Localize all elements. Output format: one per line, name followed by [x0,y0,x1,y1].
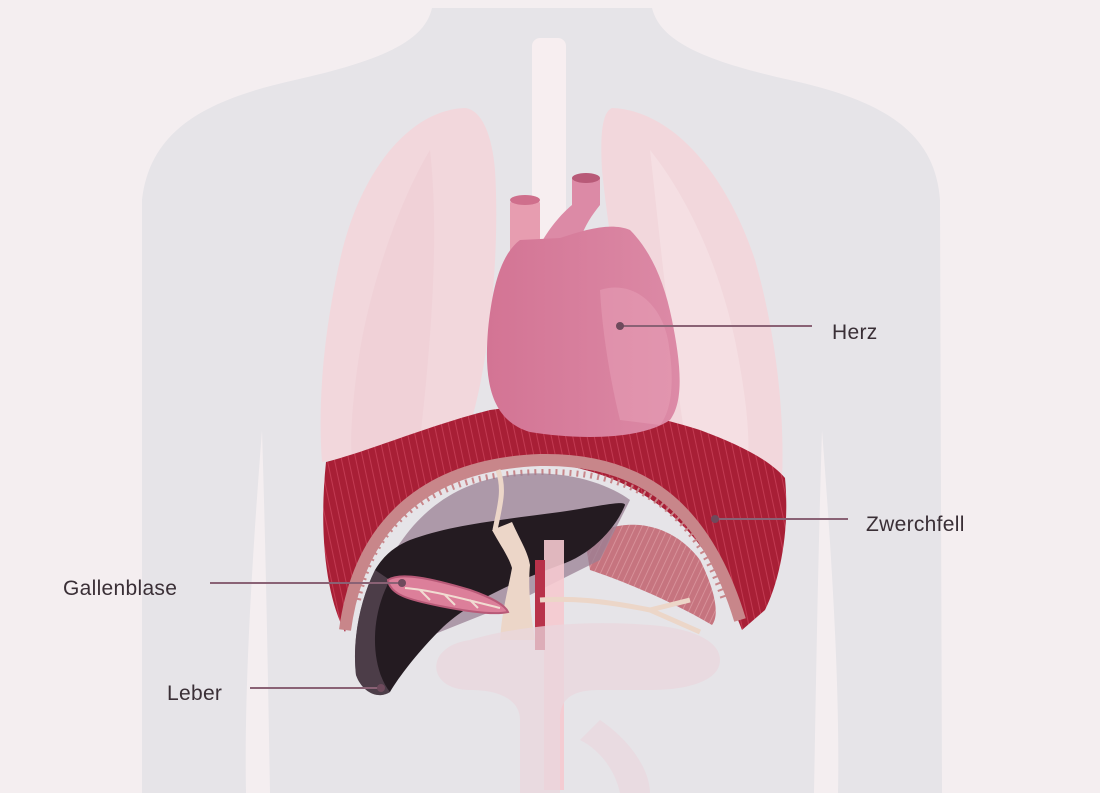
label-zwerchfell: Zwerchfell [866,513,965,537]
label-gallenblase: Gallenblase [63,577,177,601]
label-herz: Herz [832,321,878,345]
aortic-arch-top [572,173,600,183]
label-leber: Leber [167,682,222,706]
vena-cava-top [510,195,540,205]
